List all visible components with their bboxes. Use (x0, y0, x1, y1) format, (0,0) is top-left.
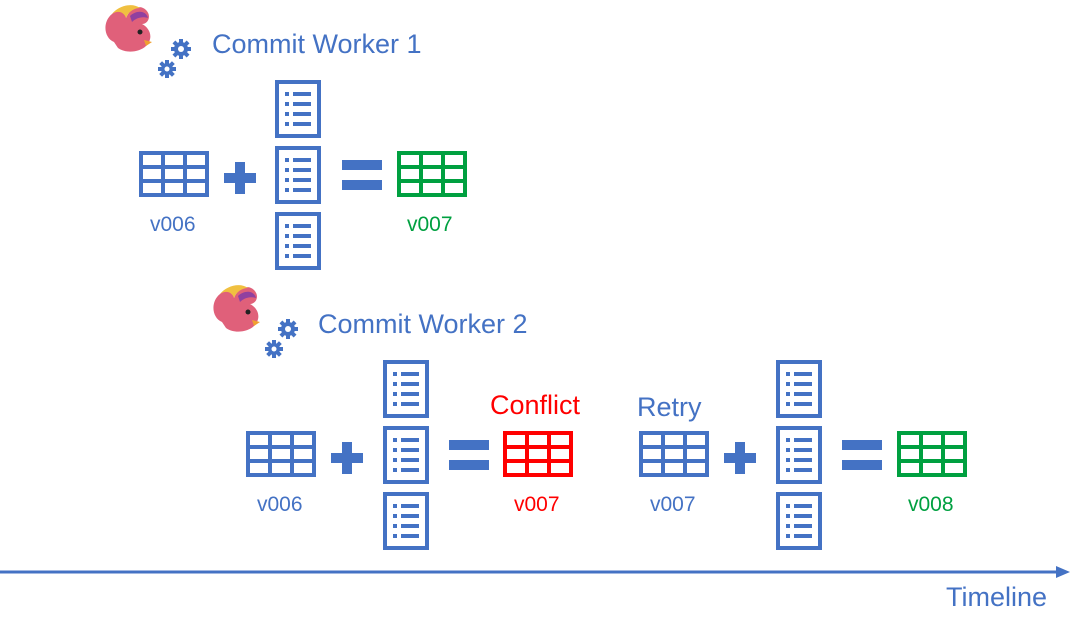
table-icon (246, 431, 316, 477)
table-icon (503, 431, 573, 477)
squirrel-mascot-icon (105, 5, 152, 52)
manifest-file-icon (383, 492, 429, 550)
manifest-file-icon (383, 426, 429, 484)
worker-2-result-version: v008 (908, 493, 954, 516)
manifest-file-icon (275, 212, 321, 270)
manifest-file-icon (776, 426, 822, 484)
manifest-file-icon (275, 80, 321, 138)
table-icon (897, 431, 967, 477)
worker-1-title: Commit Worker 1 (212, 29, 422, 59)
table-icon (139, 151, 209, 197)
table-icon (639, 431, 709, 477)
conflict-version: v007 (514, 493, 560, 516)
manifest-file-icon (275, 146, 321, 204)
worker-2-title: Commit Worker 2 (318, 309, 528, 339)
table-icon (397, 151, 467, 197)
gears-icon (158, 39, 191, 78)
worker-2-base-version: v006 (257, 493, 303, 516)
manifest-file-icon (776, 492, 822, 550)
plus-icon (331, 442, 363, 474)
retry-label: Retry (637, 392, 702, 422)
equals-icon (842, 440, 882, 470)
squirrel-mascot-icon (213, 285, 260, 332)
plus-icon (724, 442, 756, 474)
conflict-label: Conflict (490, 390, 581, 420)
equals-icon (449, 440, 489, 470)
plus-icon (224, 162, 256, 194)
gears-icon (265, 319, 298, 358)
retry-base-version: v007 (650, 493, 696, 516)
timeline-label: Timeline (946, 582, 1048, 612)
manifest-file-icon (776, 360, 822, 418)
manifest-file-icon (383, 360, 429, 418)
worker-1-base-version: v006 (150, 213, 196, 236)
worker-1-result-version: v007 (407, 213, 453, 236)
timeline-arrow (0, 566, 1070, 578)
equals-icon (342, 160, 382, 190)
